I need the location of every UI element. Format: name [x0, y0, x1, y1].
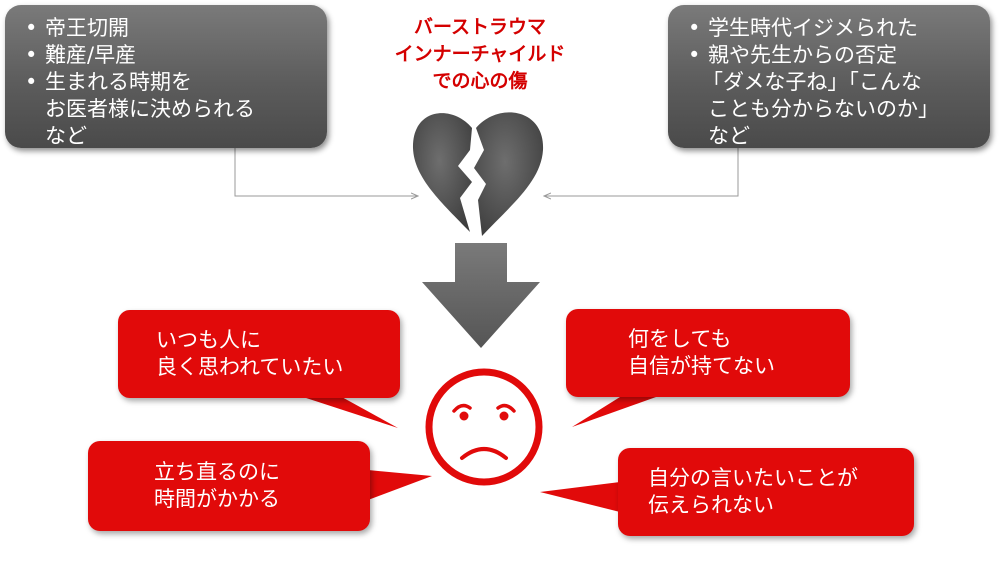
- bubble-text-line: 良く思われていたい: [156, 355, 344, 379]
- bubble-text-line: 何をしても: [628, 327, 732, 351]
- cause-item-suffix: など: [708, 124, 750, 148]
- effect-bubble-top-left: いつも人に 良く思われていたい: [118, 310, 400, 398]
- cause-item: 親や先生からの否定: [684, 42, 982, 69]
- cause-item: 生まれる時期を: [21, 69, 315, 96]
- right-cause-box: 学生時代イジメられた 親や先生からの否定 「ダメな子ね」「こんな ことも分からな…: [668, 5, 990, 148]
- title-line: での心の傷: [432, 70, 528, 92]
- tail-top-right: [572, 392, 670, 427]
- cause-item: 難産/早産: [21, 42, 315, 69]
- cause-item: 学生時代イジメられた: [684, 15, 982, 42]
- tail-bottom-right: [540, 482, 620, 512]
- sad-face-icon: [425, 368, 543, 486]
- broken-heart-icon: [412, 112, 544, 236]
- title-line: バーストラウマ: [413, 16, 547, 38]
- effect-bubble-bottom-left: 立ち直るのに 時間がかかる: [88, 441, 370, 531]
- left-cause-box: 帝王切開 難産/早産 生まれる時期を お医者様に決められる など: [5, 5, 327, 148]
- bubble-text-line: 立ち直るのに: [154, 460, 280, 484]
- title-line: インナーチャイルド: [394, 43, 566, 65]
- bubble-text-line: 自分の言いたいことが: [648, 466, 858, 490]
- cause-item-continued: お医者様に決められる: [45, 97, 255, 121]
- bubble-text-line: 伝えられない: [648, 493, 774, 517]
- right-connector: [544, 148, 739, 196]
- cause-quote-line: 「ダメな子ね」「こんな: [702, 70, 922, 94]
- cause-quote-line: ことも分からないのか」: [708, 97, 939, 121]
- left-connector: [234, 148, 418, 196]
- cause-item-suffix: など: [45, 124, 87, 148]
- tail-bottom-left: [368, 470, 432, 500]
- diagram-title: バーストラウマ インナーチャイルド での心の傷: [360, 14, 600, 95]
- tail-top-left: [300, 396, 398, 428]
- bubble-text-line: いつも人に: [156, 328, 261, 352]
- effect-bubble-bottom-right: 自分の言いたいことが 伝えられない: [618, 448, 914, 536]
- effect-bubble-top-right: 何をしても 自信が持てない: [566, 309, 850, 397]
- down-arrow-icon: [422, 243, 540, 348]
- cause-item: 帝王切開: [21, 15, 315, 42]
- bubble-text-line: 自信が持てない: [628, 354, 775, 378]
- bubble-text-line: 時間がかかる: [154, 487, 280, 511]
